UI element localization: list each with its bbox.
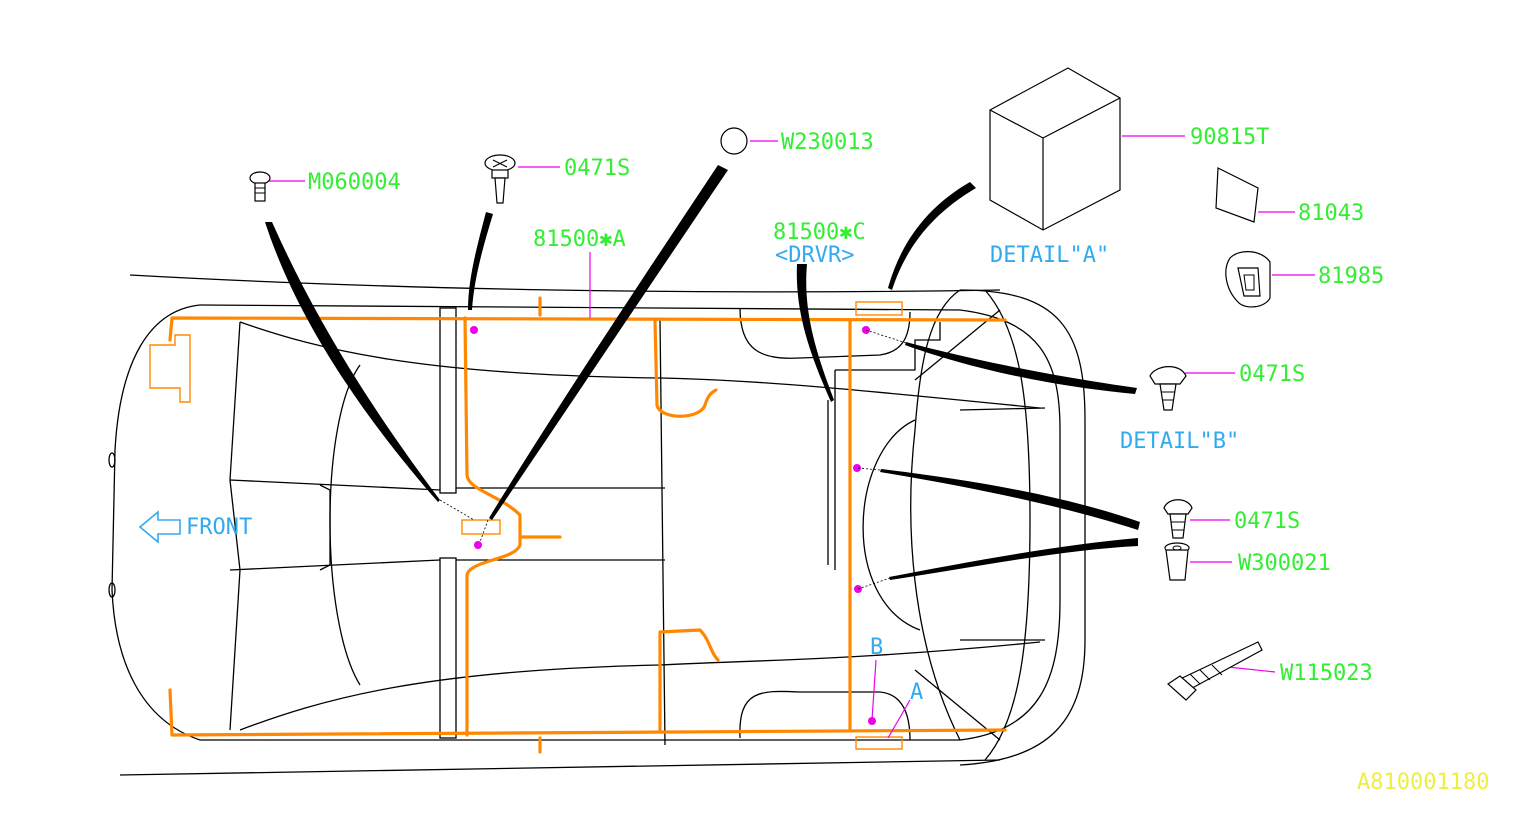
callout-a-label: A [910, 680, 923, 705]
part-label-81043: 81043 [1298, 201, 1364, 226]
part-label-0471s: 0471S [1234, 509, 1300, 534]
tie-strap-icon [1167, 641, 1263, 701]
attachment-points [470, 326, 876, 725]
detail-b-label: DETAIL"B" [1120, 429, 1239, 454]
harness-variant-label: <DRVR> [775, 243, 854, 268]
part-label-m060004: M060004 [308, 170, 401, 195]
front-direction-label: FRONT [186, 515, 252, 540]
front-arrow-icon [138, 510, 181, 544]
box-icon [989, 67, 1121, 231]
part-label-w300021: W300021 [1238, 551, 1331, 576]
screw-icon [484, 154, 516, 204]
clip-icon [1225, 251, 1271, 308]
part-label-0471s: 0471S [1239, 362, 1305, 387]
attach-point [470, 326, 478, 334]
car-body-outline [108, 274, 1086, 776]
attach-point [868, 717, 876, 725]
part-label-90815t: 90815T [1190, 125, 1269, 150]
nut-icon [1164, 542, 1190, 581]
wiring-harness [149, 296, 1007, 754]
label-leaders [268, 135, 1315, 739]
part-label-81985: 81985 [1318, 264, 1384, 289]
harness-label-81500a: 81500✱A [533, 227, 626, 252]
attach-point [474, 541, 482, 549]
callout-leaders [265, 165, 1140, 590]
part-label-w115023: W115023 [1280, 661, 1373, 686]
detail-a-label: DETAIL"A" [990, 243, 1109, 268]
part-label-0471s: 0471S [564, 156, 630, 181]
pad-icon [1215, 167, 1259, 223]
bolt-icon [249, 171, 271, 202]
screw-icon [1163, 499, 1193, 539]
figure-id: A810001180 [1357, 770, 1489, 795]
part-label-w230013: W230013 [781, 130, 874, 155]
callout-b-label: B [870, 635, 883, 660]
grommet-icon [720, 127, 748, 155]
screw-icon [1149, 366, 1187, 411]
attach-point [853, 464, 861, 472]
harness-label-81500c: 81500✱C [773, 220, 866, 245]
